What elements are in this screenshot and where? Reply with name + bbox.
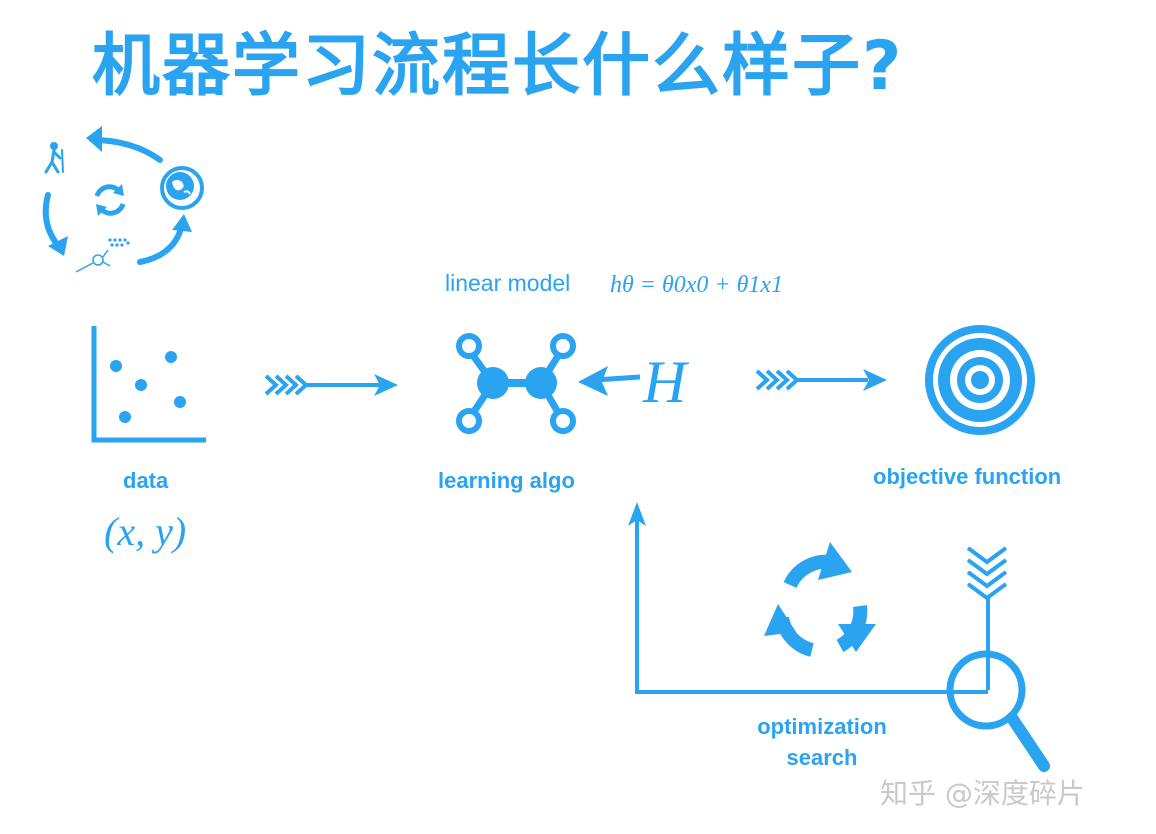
- cycle-icon: [764, 542, 876, 657]
- target-icon: [925, 325, 1035, 435]
- data-math-label: (x, y): [104, 509, 187, 554]
- arrow-icon: [755, 369, 887, 391]
- page-title: 机器学习流程长什么样子?: [92, 27, 904, 106]
- cycle-cluster-icon: [42, 126, 192, 265]
- arrow-icon: [966, 546, 1008, 690]
- objective-function-label: objective function: [873, 464, 1062, 489]
- hypothesis-label: H: [643, 349, 687, 415]
- hiker-icon: [44, 142, 64, 174]
- hypothesis-arrow-icon: [578, 366, 641, 396]
- linear-model-label: linear model: [445, 270, 571, 296]
- globe-icon: [160, 166, 204, 210]
- data-label: data: [123, 468, 169, 493]
- refresh-icon: [94, 184, 126, 216]
- feedback-arrow-icon: [628, 502, 988, 694]
- learning-algo-label: learning algo: [438, 468, 575, 493]
- arrow-icon: [264, 374, 398, 396]
- neuron-icon: [75, 238, 130, 273]
- optimization-label: optimization: [757, 714, 887, 739]
- search-label: search: [786, 745, 858, 770]
- network-icon: [456, 333, 576, 434]
- magnifier-icon: [946, 650, 1050, 772]
- scatter-plot-icon: [91, 326, 206, 443]
- watermark: 知乎 @深度碎片: [880, 777, 1085, 810]
- formula-label: hθ = θ0x0 + θ1x1: [610, 272, 784, 298]
